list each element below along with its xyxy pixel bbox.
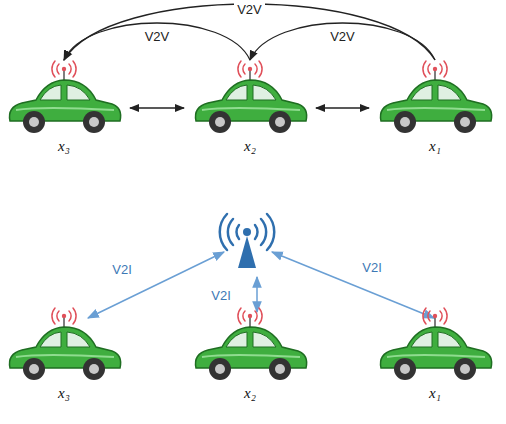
car-illustration — [373, 58, 497, 140]
vehicle-label: x₃ — [2, 385, 126, 402]
v2i-label: V2I — [110, 262, 134, 277]
vehicle-label: x₂ — [188, 385, 312, 402]
v2v-link — [64, 23, 250, 60]
link-label: V2V — [327, 29, 358, 44]
v2i-label: V2I — [360, 260, 384, 275]
v2i-link — [88, 252, 434, 318]
car-illustration — [2, 305, 126, 387]
vehicle-label: x₃ — [2, 138, 126, 155]
vehicle-node: x₃ — [2, 58, 126, 157]
vehicle-node: x₁ — [373, 58, 497, 157]
car-illustration — [373, 305, 497, 387]
car-illustration — [188, 58, 312, 140]
radio-tower — [220, 214, 274, 268]
vehicle-label: x₁ — [373, 385, 497, 402]
vehicle-node: x₃ — [2, 305, 126, 404]
vehicle-node: x₂ — [188, 305, 312, 404]
car-illustration — [188, 305, 312, 387]
vehicle-node: x₂ — [188, 58, 312, 157]
v2v-link — [250, 23, 435, 60]
vehicle-node: x₁ — [373, 305, 497, 404]
link-label: V2V — [234, 2, 265, 17]
v2i-label: V2I — [209, 288, 233, 303]
link-label: V2V — [142, 29, 173, 44]
spacing-arrow — [130, 107, 184, 108]
vehicle-label: x₂ — [188, 138, 312, 155]
vehicle-label: x₁ — [373, 138, 497, 155]
spacing-arrow — [316, 107, 369, 108]
car-illustration — [2, 58, 126, 140]
